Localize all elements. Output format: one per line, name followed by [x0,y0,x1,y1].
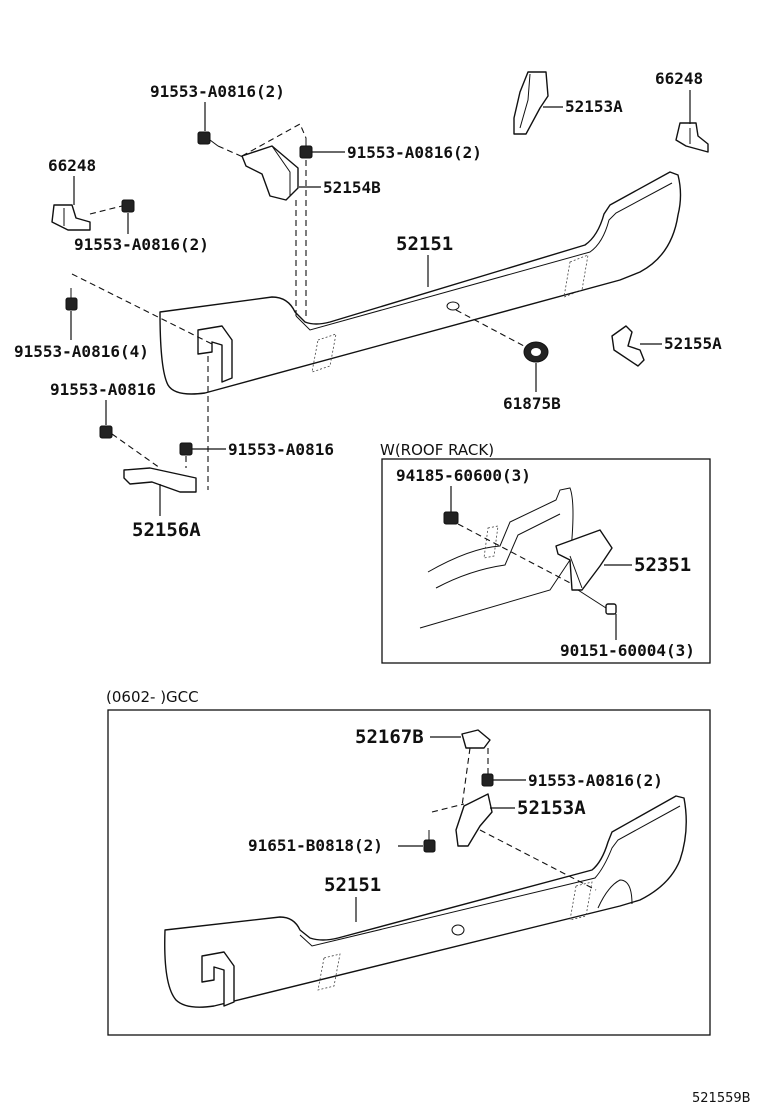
bolt-icon [121,199,135,213]
label-52154b: 52154B [323,178,381,197]
illustration-code: 521559B [692,1091,751,1106]
label-52156a: 52156A [132,519,201,541]
bolt-icon [99,425,113,439]
roof-rack-box [381,458,711,664]
roof-rack-stay-52351 [555,529,613,591]
bracket-66248-left [51,204,91,231]
label-52351: 52351 [634,554,691,576]
label-gcc-52167b: 52167B [355,726,424,748]
bolt-icon [423,830,436,853]
roof-rack-caption: W(ROOF RACK) [380,441,494,459]
gcc-stay-52153a [455,793,493,847]
label-gcc-bolt: 91553-A0816(2) [528,771,663,790]
rear-spoiler-52151 [159,171,682,395]
label-bolt-b: 91553-A0816(2) [347,143,482,162]
bracket-66248-right [675,122,709,153]
grommet-61875b [523,341,549,363]
bolt-icon [179,442,193,456]
label-66248-left: 66248 [48,156,96,175]
label-bolt-e: 91553-A0816 [50,380,156,399]
label-roof-rack-screw: 90151-60004(3) [560,641,695,660]
gcc-caption: (0602- )GCC [106,688,199,706]
roof-rack-spoiler-section [419,487,574,629]
label-52153a: 52153A [565,97,623,116]
stay-52154b [241,145,299,201]
label-gcc-bolt2: 91651-B0818(2) [248,836,383,855]
label-bolt-c: 91553-A0816(2) [74,235,209,254]
label-61875b: 61875B [503,394,561,413]
label-52155a: 52155A [664,334,722,353]
label-gcc-52151: 52151 [324,874,381,896]
screw-icon [577,589,617,615]
nut-icon [443,511,459,525]
label-66248-right: 66248 [655,69,703,88]
bolt-icon [65,288,78,311]
stay-52153a [513,71,549,135]
gcc-box [107,709,711,1036]
gcc-spoiler-52151 [164,795,687,1008]
label-roof-rack-nut: 94185-60600(3) [396,466,531,485]
bolt-icon [299,138,313,159]
label-bolt-d: 91553-A0816(4) [14,342,149,361]
label-bolt-f: 91553-A0816 [228,440,334,459]
bracket-52156a [123,467,197,493]
bolt-icon [197,131,219,147]
gcc-clip-52167b [461,729,491,749]
label-52151: 52151 [396,233,453,255]
label-gcc-52153a: 52153A [517,797,586,819]
label-bolt-a: 91553-A0816(2) [150,82,285,101]
bolt-icon [481,773,494,787]
bracket-52155a [611,325,645,367]
